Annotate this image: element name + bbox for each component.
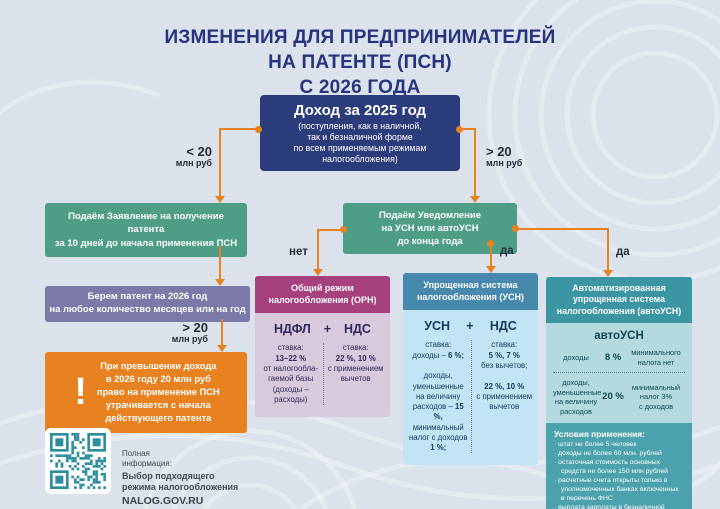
plus-icon: + xyxy=(466,319,474,334)
flow-dot xyxy=(456,126,463,133)
footer-site-url: NALOG.GOV.RU xyxy=(122,495,204,508)
nds-label: НДС xyxy=(344,322,371,337)
warning-box: ! При превышении дохода в 2026 году 20 м… xyxy=(45,352,247,434)
flow-connector xyxy=(219,246,221,279)
orn-tax-row: НДФЛ + НДС xyxy=(261,322,384,336)
label-yes-ausn: да xyxy=(616,246,630,258)
warning-text: При превышении дохода в 2026 году 20 млн… xyxy=(96,361,220,424)
label-amount: < 20 xyxy=(186,144,212,159)
ausn-body: автоУСН доходы 8 % минимального налога н… xyxy=(546,323,692,424)
qr-card xyxy=(45,428,111,494)
orn-body: НДФЛ + НДС ставка:13–22 %от налогообла-г… xyxy=(255,313,390,418)
ausn-title: автоУСН xyxy=(594,330,644,343)
exclamation-icon: ! xyxy=(74,371,87,414)
arrow-down-icon xyxy=(486,266,496,273)
label-amount: > 20 xyxy=(182,320,208,335)
footer-description: Выбор подходящего режима налогообложения xyxy=(122,470,239,493)
flow-connector xyxy=(317,229,319,269)
usn-card: Упрощенная система налогообложения (УСН)… xyxy=(403,273,538,466)
label-exceed-20-mln: > 20 млн руб xyxy=(140,320,208,345)
footer-intro: Полная информация: xyxy=(122,449,172,469)
conditions-title: Условия применения: xyxy=(554,429,645,440)
usn-nds-column: ставка:5 %, 7 %без вычетов; 22 %, 10 %с … xyxy=(476,340,533,412)
row-label: доходы xyxy=(563,353,589,362)
application-box: Подаём Заявление на получение патента за… xyxy=(45,203,247,257)
flow-connector xyxy=(219,128,221,196)
usn-header: Упрощенная система налогообложения (УСН) xyxy=(403,273,538,311)
flow-connector xyxy=(490,247,492,267)
label-less-20-mln: < 20 млн руб xyxy=(150,144,212,169)
orn-header: Общий режим налогообложения (ОРН) xyxy=(255,276,390,314)
usn-tax-row: УСН + НДС xyxy=(408,319,533,333)
flow-connector xyxy=(460,128,476,130)
take-patent-box: Берем патент на 2026 год на любое количе… xyxy=(45,286,250,322)
arrow-down-icon xyxy=(217,345,227,352)
row-note: минимального налога нет xyxy=(631,348,681,367)
footer-info: Полная информация: Выбор подходящего реж… xyxy=(122,449,252,507)
arrow-down-icon xyxy=(470,196,480,203)
label-unit: млн руб xyxy=(171,334,208,345)
ausn-rate-row: доходы, уменьшенные на величину расходов… xyxy=(553,378,685,416)
orn-ndfl-column: ставка:13–22 %от налогообла-гаемой базы(… xyxy=(261,343,325,406)
income-2025-box: Доход за 2025 год (поступления, как в на… xyxy=(260,95,460,171)
row-label: доходы, уменьшенные на величину расходов xyxy=(553,378,602,416)
usn-body: УСН + НДС ставка:доходы – 6 %; доходы,ум… xyxy=(403,310,538,466)
label-no: нет xyxy=(289,246,308,258)
ausn-rate-row: доходы 8 % минимального налога нет xyxy=(553,348,685,367)
usn-label: УСН xyxy=(424,319,451,334)
flow-connector xyxy=(220,128,260,130)
conditions-list: штат не более 5 человекдоходы не более 6… xyxy=(554,441,684,509)
page-title: ИЗМЕНЕНИЯ ДЛЯ ПРЕДПРИНИМАТЕЛЕЙ НА ПАТЕНТ… xyxy=(164,27,556,99)
flow-connector xyxy=(607,228,609,271)
row-note: минимальный налог 3% с доходов xyxy=(631,382,681,411)
flow-dot xyxy=(512,225,519,232)
label-yes-usn: да xyxy=(500,245,514,257)
ausn-card: Автоматизированная упрощенная система на… xyxy=(546,277,692,509)
row-rate: 8 % xyxy=(604,351,622,363)
arrow-down-icon xyxy=(603,270,613,277)
row-divider xyxy=(553,372,685,374)
arrow-down-icon xyxy=(313,269,323,276)
orn-card: Общий режим налогообложения (ОРН) НДФЛ +… xyxy=(255,276,390,418)
label-amount: > 20 xyxy=(486,144,512,159)
plus-icon: + xyxy=(323,322,332,337)
qr-code xyxy=(50,433,106,489)
arrow-down-icon xyxy=(215,279,225,286)
arrow-down-icon xyxy=(215,196,225,203)
nds-label: НДС xyxy=(489,319,517,334)
ndfl-label: НДФЛ xyxy=(273,322,311,337)
label-unit: млн руб xyxy=(175,158,212,169)
label-more-20-mln: > 20 млн руб xyxy=(486,144,548,169)
flow-connector xyxy=(221,319,223,346)
label-unit: млн руб xyxy=(486,158,523,169)
flow-dot xyxy=(340,226,347,233)
flow-connector xyxy=(474,128,476,196)
row-rate: 20 % xyxy=(602,391,624,403)
flow-connector xyxy=(318,229,343,231)
ausn-header: Автоматизированная упрощенная система на… xyxy=(546,277,692,324)
income-title: Доход за 2025 год xyxy=(293,102,427,119)
income-note: (поступления, как в наличной, так и безн… xyxy=(293,121,427,164)
flow-dot xyxy=(487,240,494,247)
flow-connector xyxy=(517,228,609,230)
conditions-section: Условия применения: штат не более 5 чело… xyxy=(546,423,692,509)
